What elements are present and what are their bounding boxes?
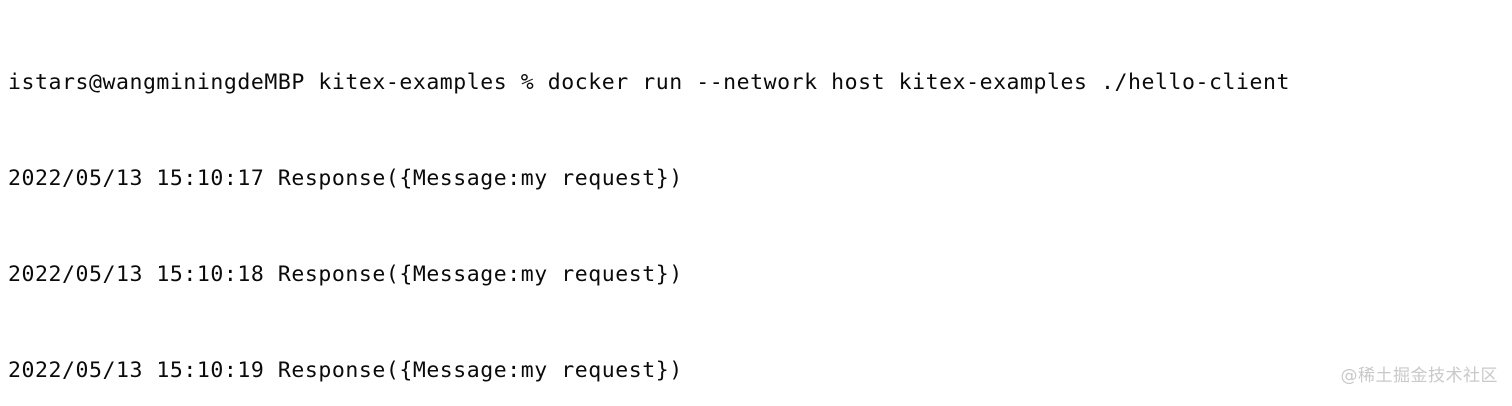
watermark: @稀土掘金技术社区 <box>1340 366 1498 386</box>
shell-prompt-line: istars@wangminingdeMBP kitex-examples % … <box>8 70 1290 95</box>
log-line: 2022/05/13 15:10:19 Response({Message:my… <box>8 358 683 383</box>
terminal-output-area[interactable]: istars@wangminingdeMBP kitex-examples % … <box>8 3 1290 406</box>
log-line: 2022/05/13 15:10:18 Response({Message:my… <box>8 262 683 287</box>
log-line: 2022/05/13 15:10:17 Response({Message:my… <box>8 166 683 191</box>
